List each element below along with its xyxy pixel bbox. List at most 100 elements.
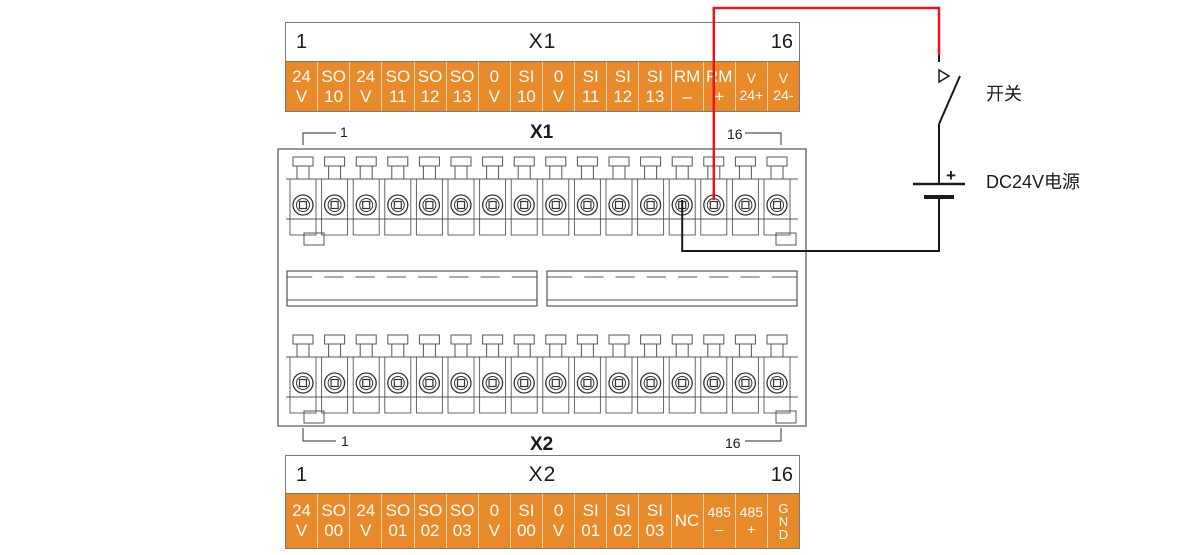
- x2-screw-ring-15: [738, 376, 753, 390]
- x1-terminal-13-line1: RM: [673, 66, 701, 86]
- x2-pin-body-9: [542, 356, 570, 414]
- x2-screw-4: [387, 372, 409, 394]
- x1-screw-socket-12: [646, 200, 655, 210]
- x2-pin-tab-3: [355, 334, 377, 345]
- x2-screw-2: [323, 372, 346, 394]
- x2-pin-tab-4: [387, 334, 409, 345]
- x1-screw-socket-7: [488, 200, 497, 210]
- x1-screw-socket-3: [362, 200, 371, 210]
- x2-terminal-14: 485–: [704, 494, 736, 548]
- x2-terminal-5-line2: 02: [420, 521, 440, 540]
- x1-screw-ring-16: [770, 198, 784, 212]
- x2-terminal-10-line2: 01: [581, 521, 601, 540]
- x1-screw-socket-16: [772, 200, 782, 210]
- x1-screw-socket-14: [709, 200, 718, 210]
- x1-terminal-14-line2: +: [714, 86, 725, 106]
- x1-pin-body-4: [384, 178, 412, 236]
- connector-x1-pin-16: 16: [727, 126, 743, 142]
- x2-pin-tab-15: [734, 334, 756, 345]
- x1-terminal-1-line1: 24: [292, 66, 312, 86]
- x2-terminal-1-line1: 24: [292, 501, 312, 520]
- switch-blade: [938, 75, 961, 125]
- x2-pin-tab-10: [576, 334, 598, 345]
- x2-screw-ring-1: [296, 376, 310, 390]
- x2-table-title: X2: [528, 463, 557, 486]
- x2-screw-16: [766, 372, 788, 394]
- x1-terminal-7-line2: V: [488, 86, 500, 106]
- x1-terminal-2-line1: SO: [321, 66, 346, 86]
- switch-label: 开关: [986, 84, 1022, 104]
- power-supply-label: DC24V电源: [986, 172, 1081, 192]
- x1-terminal-10-line2: 11: [581, 86, 600, 106]
- x2-terminal-16-line2: N: [778, 513, 789, 529]
- x2-screw-socket-2: [330, 378, 339, 388]
- x1-table-title: X1: [528, 30, 557, 53]
- x1-screw-ring-15: [738, 198, 753, 212]
- x1-pin-tab-2: [324, 156, 346, 167]
- x2-screw-6: [450, 372, 472, 394]
- x1-screw-1: [292, 194, 314, 216]
- x1-pin-tab-10: [576, 156, 598, 167]
- x2-screw-socket-14: [709, 378, 718, 388]
- x2-pin-tab-11: [608, 334, 630, 345]
- connector-x2-pin-16: 16: [725, 435, 741, 451]
- x1-terminal-10-line1: SI: [582, 66, 599, 86]
- x1-screw-socket-9: [551, 200, 560, 210]
- x1-terminal-4-line2: 11: [389, 86, 407, 106]
- x1-pin-tab-3: [355, 156, 377, 167]
- x1-pin-tab-13: [671, 156, 693, 167]
- x2-screw-ring-12: [643, 376, 658, 390]
- x1-terminal-7-line1: 0: [489, 66, 500, 86]
- x1-screw-ring-8: [517, 198, 532, 212]
- x2-screw-13: [671, 372, 693, 394]
- x2-screw-socket-3: [362, 378, 371, 388]
- x1-screw-16: [766, 194, 788, 216]
- x1-screw-9: [545, 194, 567, 216]
- x1-screw-8: [513, 194, 535, 216]
- x1-pin-body-15: [731, 178, 759, 236]
- x2-terminal-13: NC: [672, 494, 704, 548]
- x2-terminal-16-line1: G: [778, 500, 789, 516]
- x2-screw-5: [418, 372, 441, 394]
- x2-pin-tab-7: [482, 334, 504, 345]
- x1-key-lug-left: [303, 232, 325, 246]
- x1-terminal-4-line1: SO: [385, 66, 411, 86]
- x1-screw-ring-1: [296, 198, 310, 212]
- x2-screw-socket-13: [678, 378, 687, 388]
- x2-screw-socket-4: [393, 378, 402, 388]
- x1-pin-body-16: [763, 178, 791, 236]
- x2-key-lug-right: [775, 410, 797, 424]
- x2-screw-14: [703, 372, 725, 394]
- x1-screw-15: [734, 194, 757, 216]
- x1-pin-tab-12: [640, 156, 662, 167]
- x2-pin-tab-16: [766, 334, 788, 345]
- x2-terminal-15-line1: 485: [739, 504, 763, 520]
- x2-terminal-15-line2: +: [747, 521, 756, 537]
- x2-pin-tab-9: [545, 334, 567, 345]
- x2-terminal-9-line2: V: [552, 521, 565, 540]
- x1-pin-tab-9: [545, 156, 567, 167]
- x2-pin-body-3: [352, 356, 380, 414]
- x1-pin-body-2: [321, 178, 349, 236]
- x2-terminal-2-line1: SO: [321, 501, 346, 520]
- x1-screw-socket-4: [393, 200, 402, 210]
- x2-screw-socket-15: [741, 378, 750, 388]
- x2-screw-socket-16: [772, 378, 782, 388]
- return-wire: [681, 197, 940, 252]
- x2-pin-tab-1: [292, 334, 314, 345]
- x1-terminal-12-line2: 13: [645, 86, 665, 106]
- x1-pin-body-7: [479, 178, 507, 236]
- x1-terminal-1-line2: V: [295, 86, 308, 106]
- x2-screw-12: [639, 372, 662, 394]
- x1-terminal-13: RM–: [672, 62, 704, 111]
